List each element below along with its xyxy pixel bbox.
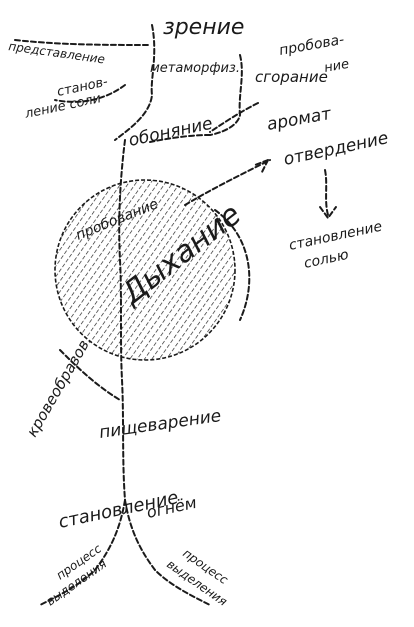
label-digestion: пищеварение <box>98 406 223 443</box>
label-tasting-top-1: пробова- <box>278 32 345 59</box>
branch-aroma <box>210 103 258 132</box>
label-vision: зрение <box>163 15 244 40</box>
label-salt-right-2: солью <box>303 247 351 272</box>
branch-salt-right <box>325 170 328 215</box>
label-metamorphosis: метаморфиз. <box>150 61 240 76</box>
label-aroma: аромат <box>265 104 333 135</box>
label-hardening: отвердение <box>282 128 390 170</box>
branch-vision <box>115 25 154 140</box>
label-blood-formation: кровеобразов. <box>23 333 95 440</box>
label-burning: сгорание <box>255 68 328 86</box>
